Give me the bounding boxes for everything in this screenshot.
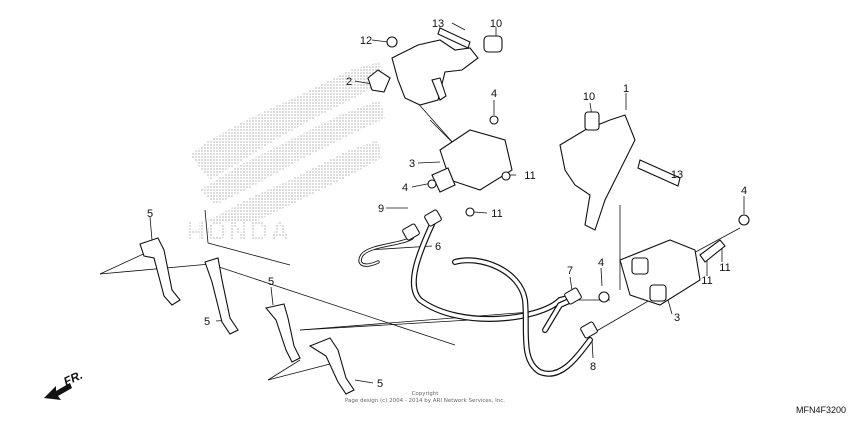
high-tension-cables [358,209,598,377]
callout-13-right: 13 [671,169,683,181]
copyright-line-2: Page design (c) 2004 - 2014 by ARI Netwo… [345,398,505,404]
callout-4-c: 4 [741,185,747,197]
leader-lines [99,22,745,384]
callout-13-top: 13 [432,18,444,30]
callout-labels: 13 10 12 2 4 10 1 3 11 4 13 9 11 4 5 6 7… [147,18,747,390]
honda-logo-text: HONDA [186,216,291,246]
right-coil-bracket [559,111,750,231]
front-label: FR. [61,368,84,389]
callout-5-upper: 5 [268,276,274,288]
callout-12: 12 [360,35,372,47]
honda-wing-logo: HONDA [186,62,385,246]
callout-2: 2 [346,76,352,88]
callout-9: 9 [378,203,384,215]
callout-10-top: 10 [490,18,502,30]
callout-10-right: 10 [583,91,595,103]
callout-8: 8 [590,361,596,373]
front-arrow-icon [44,383,72,400]
upper-ignition-coil [427,115,513,217]
callout-7: 7 [567,265,573,277]
callout-11-a: 11 [524,170,535,182]
callout-11-c: 11 [719,262,730,274]
callout-11-d: 11 [701,275,712,287]
lower-ignition-coil [598,239,726,306]
callout-5-bottom: 5 [377,378,383,390]
callout-5-mid: 5 [204,316,210,328]
callout-1: 1 [623,83,629,95]
callout-3-lower: 3 [674,312,680,324]
callout-5-left: 5 [147,208,153,220]
callout-4-d: 4 [598,257,604,269]
callout-4-b: 4 [402,182,408,194]
callout-11-b: 11 [491,208,502,220]
callout-4-a: 4 [491,88,497,100]
upper-coil-bracket [367,27,503,106]
copyright-line-1: Copyright [412,391,440,397]
spark-plug-caps [139,237,355,395]
callout-3-upper: 3 [409,158,415,170]
callout-6: 6 [435,241,441,253]
front-direction-indicator: FR. [44,368,85,400]
diagram-code: MFN4F3200 [796,405,846,415]
